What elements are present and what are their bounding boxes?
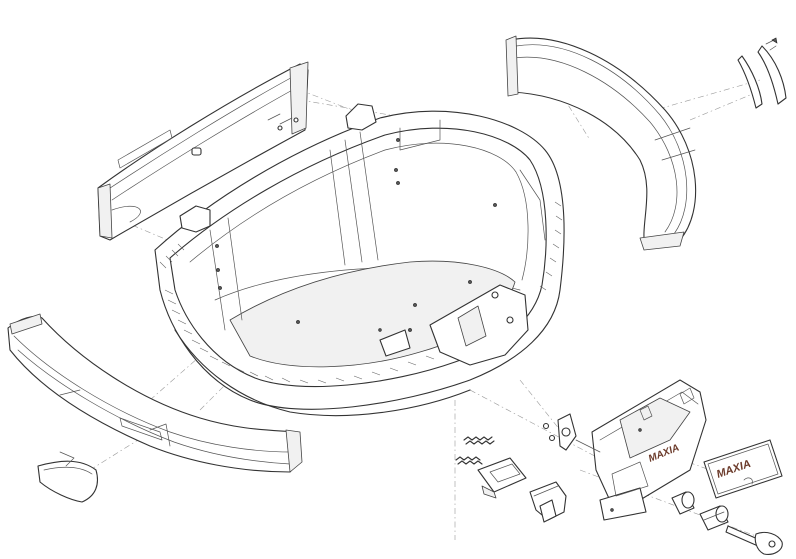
front-lower-panel [7, 313, 303, 473]
lock-barrel [699, 505, 729, 531]
maxia-badge: MAXIA [703, 439, 783, 499]
side-reflector [737, 37, 787, 109]
lower-reflector [37, 451, 99, 503]
latch-hook [529, 481, 567, 523]
right-side-panel [505, 35, 697, 251]
case-body [154, 103, 565, 417]
latch-spring-lower [455, 456, 483, 465]
latch-lever [542, 413, 601, 453]
rear-upper-panel [97, 61, 309, 241]
latch-slider [477, 457, 527, 499]
latch-spring-upper [463, 436, 495, 445]
assembly-screws [378, 328, 642, 512]
front-latch-cover: MAXIA [591, 379, 707, 521]
lock-cylinder [671, 491, 695, 515]
key [725, 525, 783, 555]
interior-screws [215, 138, 497, 332]
